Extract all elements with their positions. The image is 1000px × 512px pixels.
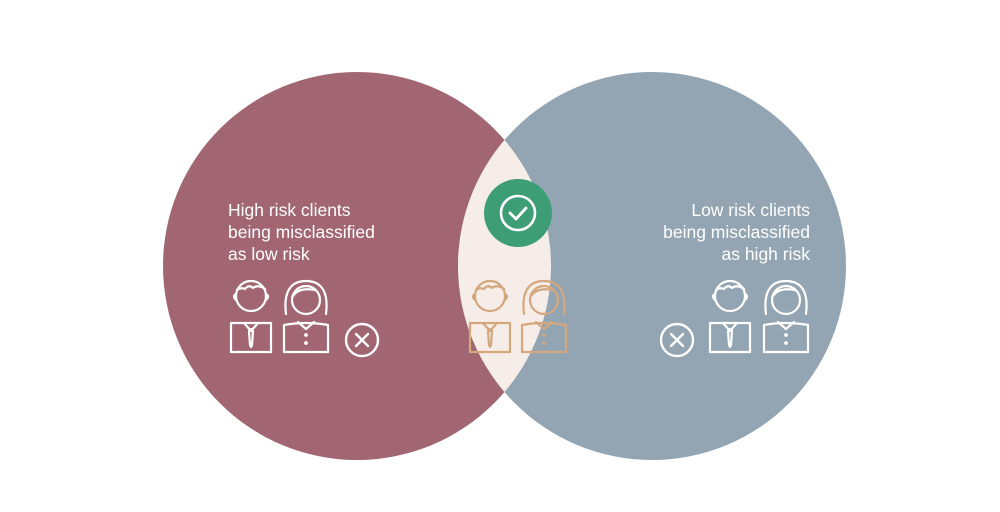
right-label-line: Low risk clients <box>691 200 810 220</box>
left-label-line: being misclassified <box>228 222 375 242</box>
left-label-line: as low risk <box>228 244 310 264</box>
right-set-circle <box>458 72 846 460</box>
check-circle-icon <box>484 179 552 247</box>
left-set-label: High risk clients being misclassified as… <box>228 199 375 265</box>
right-label-line: as high risk <box>721 244 810 264</box>
left-set-circle <box>163 72 551 460</box>
right-set-label: Low risk clients being misclassified as … <box>663 199 810 265</box>
left-label-line: High risk clients <box>228 200 351 220</box>
right-label-line: being misclassified <box>663 222 810 242</box>
